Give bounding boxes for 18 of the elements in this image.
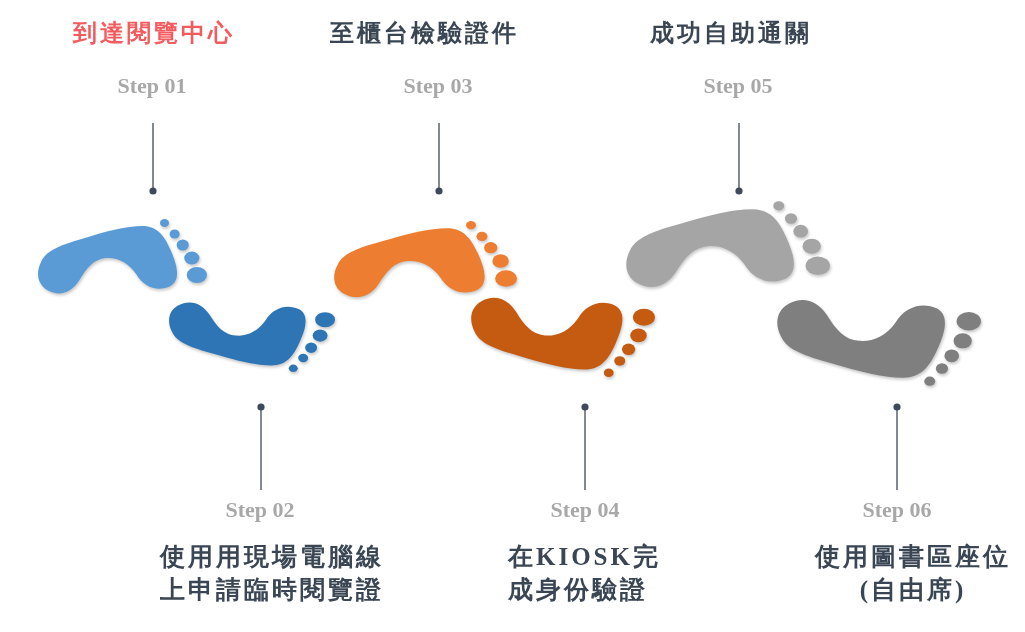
step-description: 使用用現場電腦線上申請臨時閱覽證 [158,542,385,605]
step-title: 成功自助通關 [650,19,812,48]
leader-line [149,122,157,195]
step-label: Step 05 [703,73,773,99]
leader-line [257,403,265,491]
step-description: 使用圖書區座位(自由席) [813,542,1012,605]
step-label: Step 01 [117,73,187,99]
step-label: Step 03 [403,73,473,99]
step-title: 到達閱覽中心 [73,19,235,48]
leader-line [581,403,589,491]
step-label: Step 02 [225,497,295,523]
leader-line [735,122,743,195]
step-label: Step 06 [862,497,932,523]
leader-line [893,403,901,491]
step-title: 至櫃台檢驗證件 [329,19,519,48]
step-label: Step 04 [550,497,620,523]
leader-line [435,122,443,195]
step-description: 在KIOSK完成身份驗證 [508,542,662,605]
